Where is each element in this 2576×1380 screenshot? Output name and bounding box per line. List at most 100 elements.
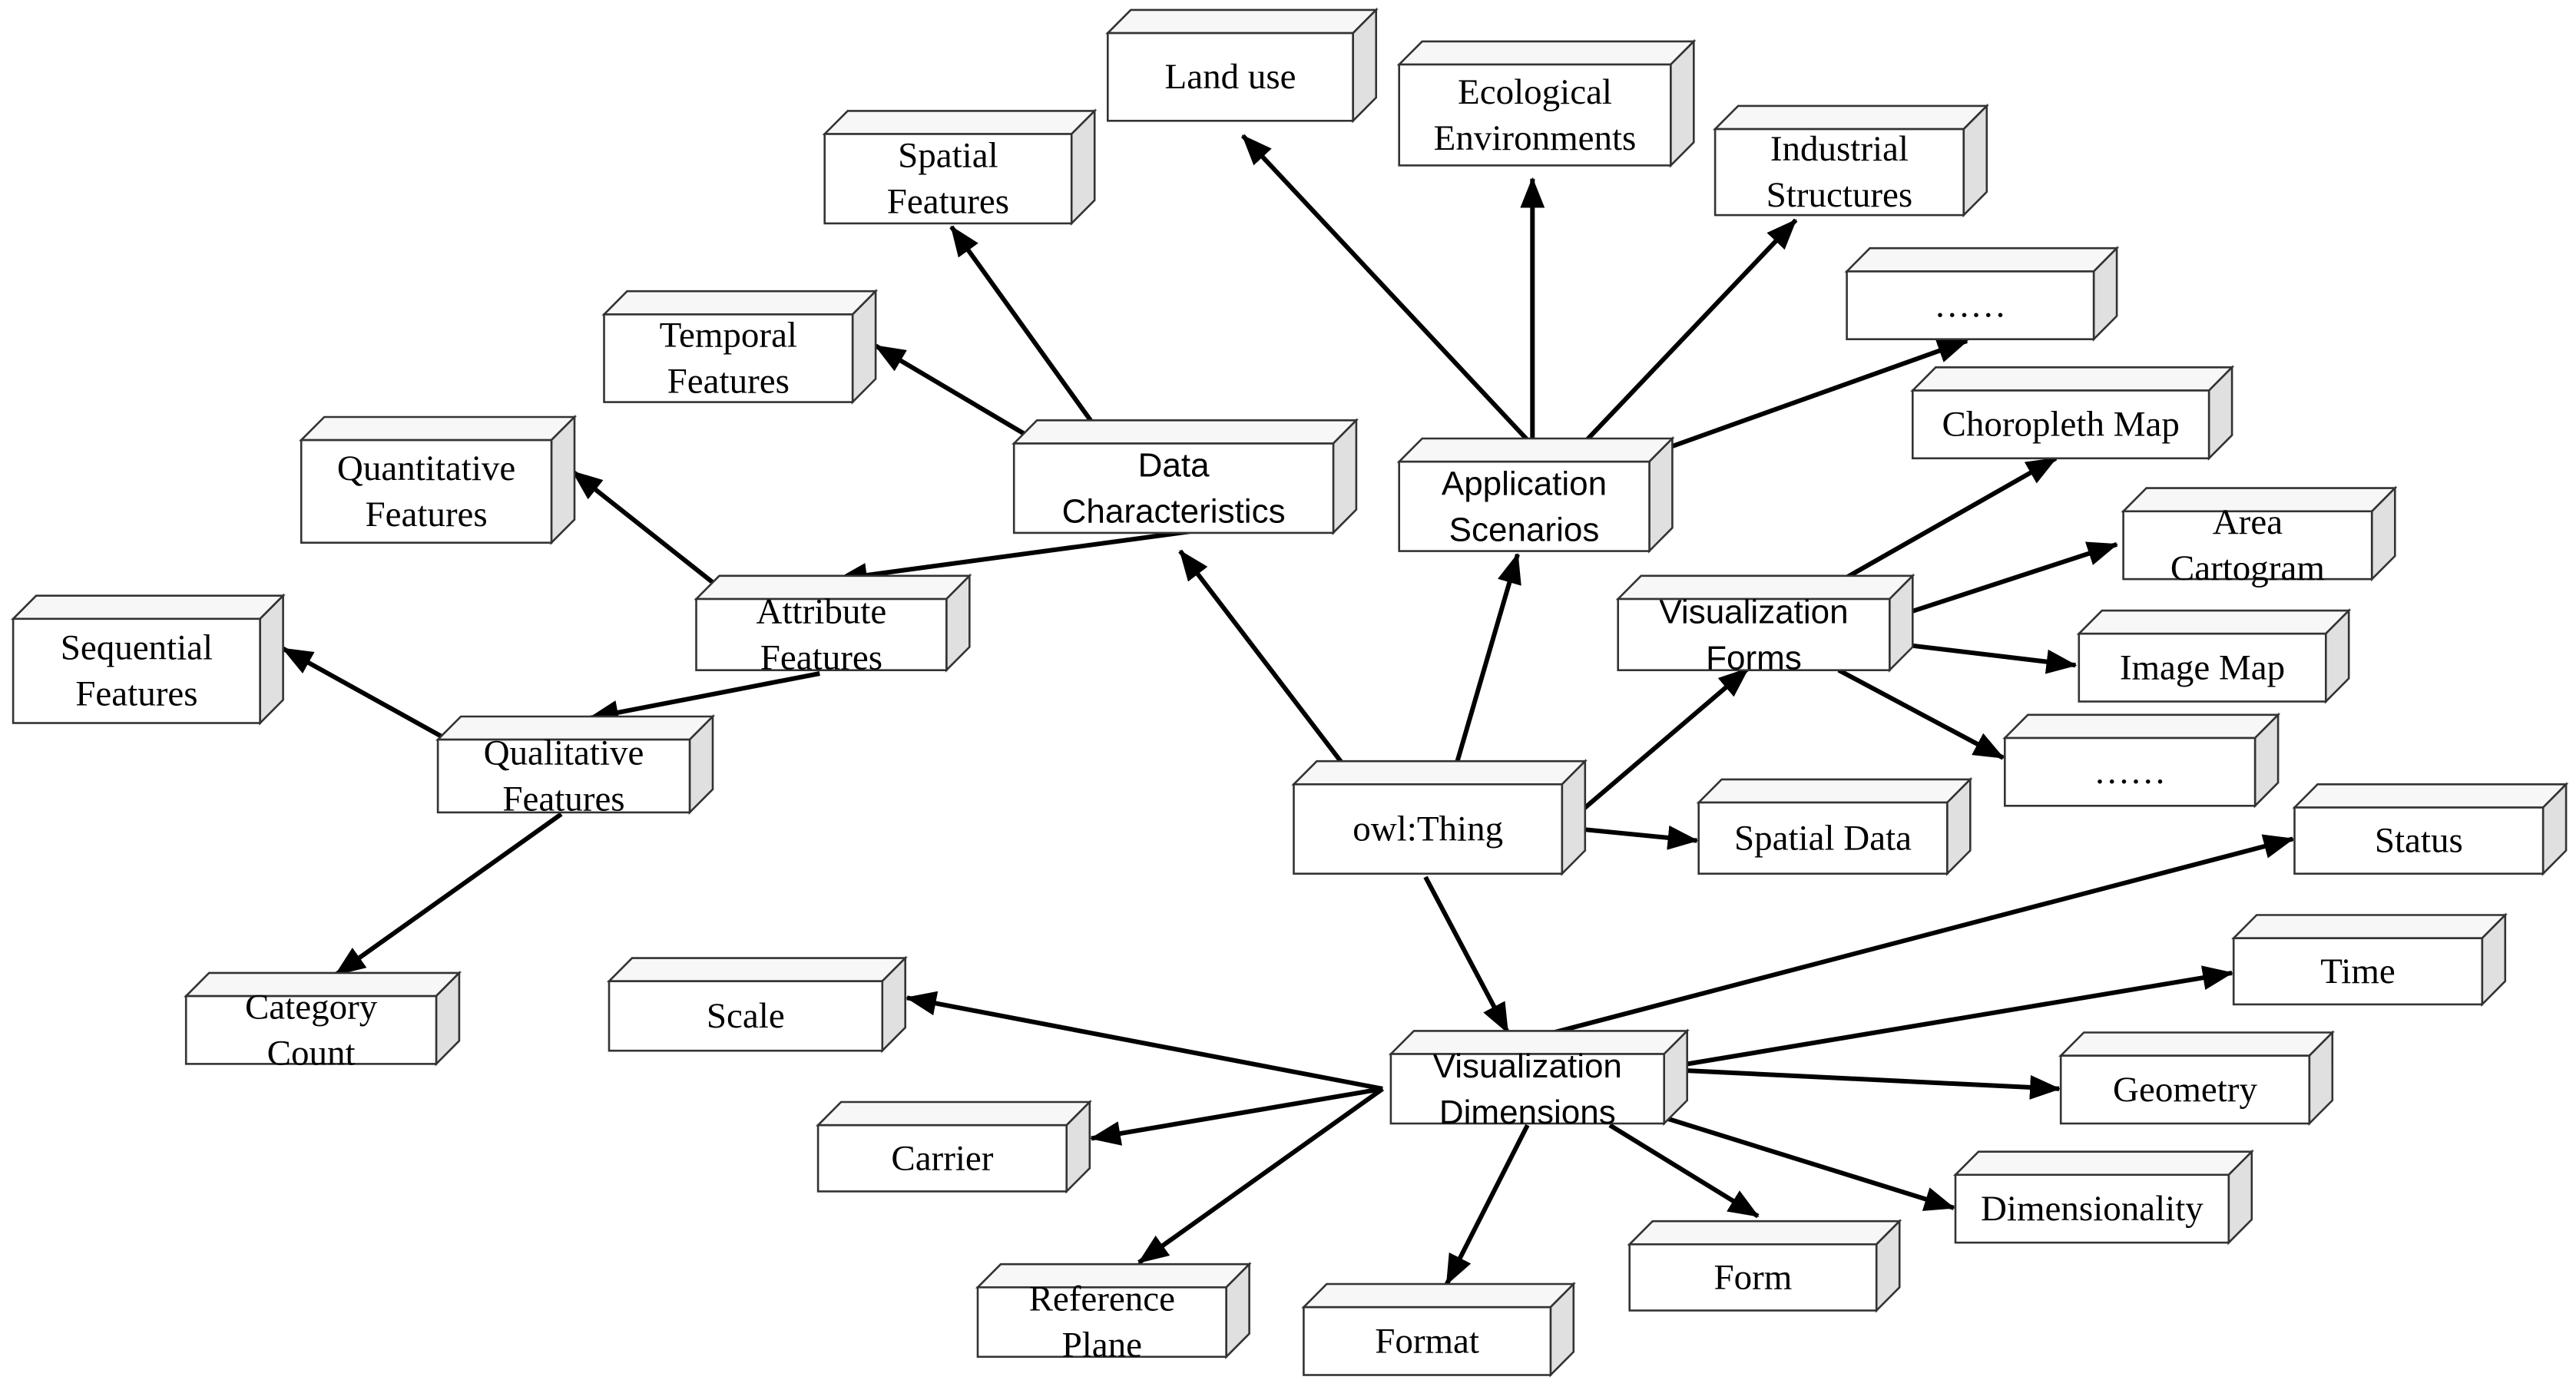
node-label-line: Dimensionality [1981, 1189, 2204, 1229]
node-geometry: Geometry [2058, 1030, 2335, 1127]
node-box-front [603, 313, 854, 403]
node-box-front [1954, 1173, 2230, 1244]
edge-owl-thing-to-visualization-dimensions [1423, 875, 1510, 1034]
node-box-front [184, 994, 438, 1065]
node-format: Format [1301, 1281, 1576, 1378]
node-box-front [695, 597, 948, 671]
node-box-top [2292, 783, 2569, 809]
node-box-top [1696, 778, 1973, 804]
node-label-line: Image Map [2120, 647, 2285, 687]
node-box-front [608, 980, 884, 1052]
edge-visualization-dimensions-to-status [1546, 834, 2295, 1037]
node-box-top [1844, 247, 2120, 273]
edge-application-scenarios-to-app-more [1670, 339, 1968, 449]
node-box-front [1697, 801, 1949, 875]
node-box-top [606, 957, 908, 982]
node-label-line: Attribute [757, 591, 887, 631]
node-label-line: …… [1934, 286, 2006, 326]
node-label-line: …… [2094, 752, 2166, 792]
node-label-line: Features [667, 362, 790, 402]
edge-layer [281, 134, 2295, 1286]
node-label-line: Application [1442, 465, 1607, 502]
node-box-front [816, 1124, 1068, 1193]
edge-data-characteristics-to-temporal-features [874, 343, 1025, 436]
node-label-line: Plane [1062, 1325, 1142, 1365]
node-label-land-use: Land use [1165, 57, 1296, 97]
node-label-line: Forms [1706, 639, 1802, 677]
node-choropleth-map: Choropleth Map [1910, 365, 2235, 461]
node-label-spatial-data: Spatial Data [1734, 818, 1912, 858]
node-form: Form [1627, 1219, 1902, 1313]
edge-application-scenarios-to-industrial-structures [1581, 218, 1798, 445]
node-box-top [1301, 1282, 1576, 1309]
node-box-front [1628, 1243, 1878, 1312]
node-box-front [1107, 31, 1354, 122]
node-box-top [2231, 914, 2508, 939]
node-box-front [1617, 597, 1891, 671]
node-label-line: Quantitative [337, 448, 515, 488]
node-label-line: Data [1138, 446, 1210, 484]
node-box-front [1389, 1053, 1666, 1125]
node-box-top [1910, 366, 2235, 392]
edge-visualization-dimensions-to-scale [905, 991, 1383, 1091]
edge-visualization-forms-to-choropleth-map [1842, 456, 2058, 581]
node-box-side [259, 593, 284, 726]
node-box-top [1627, 1219, 1902, 1246]
edge-owl-thing-to-application-scenarios [1448, 552, 1521, 787]
node-label-line: Spatial Data [1734, 818, 1912, 858]
node-forms-more: …… [2002, 712, 2281, 809]
edge-visualization-forms-to-image-map [1909, 643, 2078, 674]
edge-owl-thing-to-visualization-forms [1560, 667, 1750, 829]
node-box-front [2059, 1054, 2311, 1125]
node-box-front [2293, 806, 2545, 875]
edge-visualization-dimensions-to-carrier [1089, 1086, 1383, 1146]
node-carrier: Carrier [815, 1099, 1092, 1194]
node-box-front [1398, 63, 1672, 167]
node-label-scale: Scale [707, 996, 785, 1036]
edge-visualization-dimensions-to-geometry [1687, 1068, 2061, 1100]
edge-visualization-dimensions-to-dimensionality [1667, 1116, 1955, 1211]
node-label-line: Visualization [1433, 1047, 1622, 1084]
node-owl-thing: owl:Thing [1291, 759, 1588, 876]
node-label-format: Format [1375, 1321, 1479, 1361]
node-box-front [823, 133, 1073, 225]
node-box-front [1713, 127, 1965, 217]
node-box-top [1396, 40, 1697, 66]
node-label-line: Count [267, 1033, 356, 1073]
node-box-top [601, 290, 879, 316]
edge-visualization-forms-to-area-cartogram [1909, 541, 2119, 615]
node-label-line: Form [1713, 1257, 1792, 1297]
node-label-line: Features [365, 495, 487, 534]
node-label-line: Features [760, 637, 882, 677]
node-label-line: Choropleth Map [1942, 405, 2180, 445]
node-label-line: Structures [1766, 175, 1913, 215]
node-box-top [1291, 759, 1588, 786]
node-scale: Scale [606, 955, 908, 1054]
edge-attribute-features-to-quantitative-features [571, 469, 714, 584]
node-box-top [1952, 1150, 2254, 1176]
edge-qualitative-features-to-category-count [334, 812, 563, 977]
node-label-line: Scenarios [1449, 511, 1600, 548]
node-label-carrier: Carrier [891, 1138, 993, 1178]
node-box-front [2232, 937, 2484, 1006]
node-app-more: …… [1844, 246, 2120, 342]
node-label-line: Sequential [61, 628, 213, 668]
node-box-top [10, 594, 286, 621]
node-box-top [1712, 104, 1989, 131]
node-box-front [12, 617, 261, 724]
